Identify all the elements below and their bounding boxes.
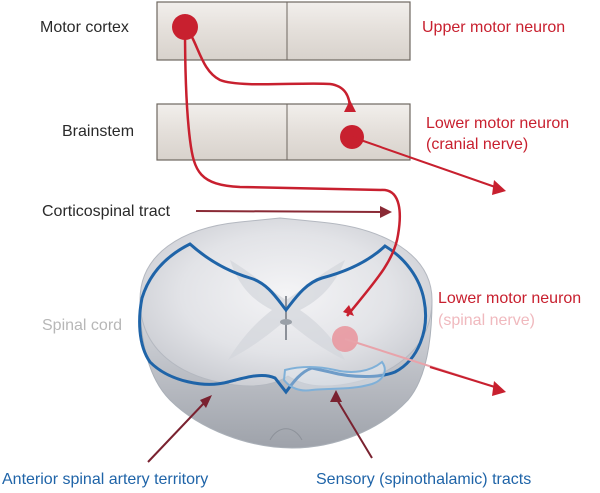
spinal-cord-label: Spinal cord — [42, 317, 123, 334]
motor-cortex-label: Motor cortex — [40, 19, 129, 36]
upper-motor-neuron-soma — [172, 14, 198, 40]
anterior-artery-pointer-line — [147, 401, 206, 463]
spinal-nerve-axon-outside — [429, 366, 499, 389]
corticobulbar-branch — [184, 26, 352, 111]
brainstem-label: Brainstem — [62, 123, 135, 140]
corticospinal-label-arrow-line — [195, 210, 383, 213]
lower-motor-neuron-cranial-sublabel: (cranial nerve) — [426, 136, 529, 153]
sensory-tracts-pointer-arrowhead — [330, 390, 342, 402]
anterior-artery-pointer-arrowhead — [200, 395, 212, 408]
sensory-tracts-label: Sensory (spinothalamic) tracts — [316, 471, 532, 488]
spinal-cord-cross-section — [139, 217, 433, 449]
brainstem-arrowhead — [344, 100, 356, 112]
spinal-nerve-arrowhead — [492, 381, 506, 396]
cranial-nerve-arrowhead — [492, 180, 506, 195]
corticospinal-tract-label: Corticospinal tract — [42, 203, 171, 220]
corticospinal-tract-pathway — [183, 26, 402, 317]
upper-motor-neuron-label: Upper motor neuron — [422, 19, 566, 36]
sensory-tracts-outline — [282, 360, 386, 392]
anterior-spinal-artery-territory-label: Anterior spinal artery territory — [2, 471, 209, 488]
lower-motor-neuron-cranial-label: Lower motor neuron — [426, 115, 570, 132]
cranial-nerve-axon — [351, 136, 499, 189]
sensory-tracts-pointer-line — [335, 397, 373, 459]
corticospinal-label-arrowhead — [380, 206, 392, 218]
anterior-spinal-artery-territory-outline — [138, 242, 427, 395]
lower-motor-neuron-spinal-sublabel: (spinal nerve) — [438, 312, 535, 329]
lower-motor-neuron-spinal-label: Lower motor neuron — [438, 290, 582, 307]
spinal-entry-arrowhead — [343, 305, 354, 316]
brainstem-box — [156, 103, 411, 161]
